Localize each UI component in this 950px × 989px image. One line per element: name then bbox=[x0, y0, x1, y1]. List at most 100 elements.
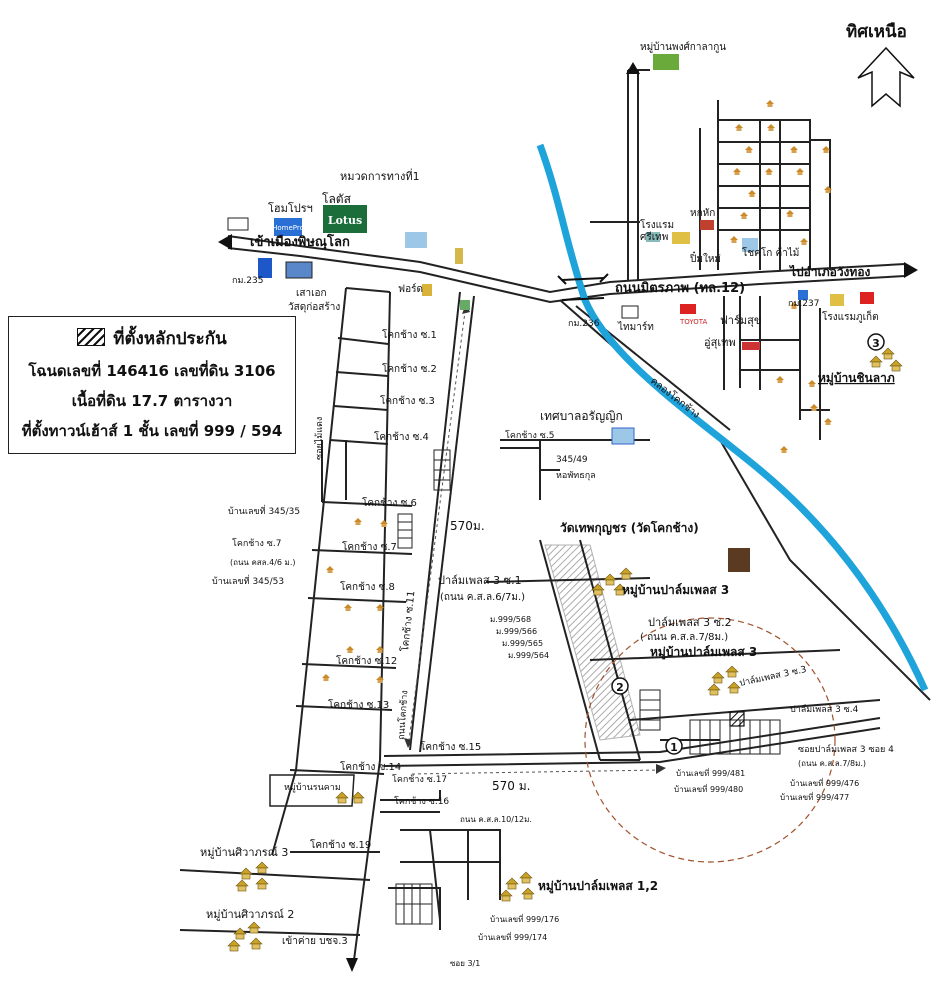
label-soi-6: โคกช้าง ซ.6 bbox=[362, 496, 417, 509]
lotus-logo-icon bbox=[323, 205, 367, 233]
label-h476: บ้านเลขที่ 999/476 bbox=[790, 777, 859, 788]
saeng-ek-icon bbox=[285, 261, 313, 279]
distance-arrows bbox=[407, 303, 661, 775]
label-chinlap: หมู่บ้านชินลาภ bbox=[818, 371, 895, 386]
label-homepro: โฮมโปรฯ bbox=[268, 201, 313, 215]
label-mittraphap: ถนนมิตรภาพ (ทล.12) bbox=[615, 281, 745, 296]
hokhak-icon bbox=[700, 220, 714, 230]
north-arrow-icon bbox=[857, 46, 915, 108]
label-soi-16: โคกช้าง ซ.16 bbox=[394, 796, 449, 807]
label-palm-soi-2: ปาล์มเพลส 3 ซ.2 bbox=[648, 616, 732, 629]
label-pimmai: ปิ๋มใหม่ bbox=[689, 251, 721, 265]
label-h477: บ้านเลขที่ 999/477 bbox=[780, 791, 849, 802]
label-soi-4: โคกช้าง ซ.4 bbox=[374, 430, 429, 443]
thaimart-icon bbox=[621, 305, 639, 319]
label-palm-soi-1-road: (ถนน ค.ส.ล.6/7ม.) bbox=[440, 592, 525, 603]
highway-sign-icon bbox=[455, 248, 463, 264]
label-toyota: TOYOTA bbox=[679, 318, 708, 326]
label-highway-district: หมวดการทางที่1 bbox=[340, 168, 420, 183]
label-soi-7b: โคกช้าง ซ.7 bbox=[342, 540, 397, 553]
label-soi-5: โคกช้าง ซ.5 bbox=[505, 430, 554, 441]
label-lotus-logo: Lotus bbox=[328, 214, 362, 227]
marker-2: 2 bbox=[616, 681, 624, 694]
label-soi-2: โคกช้าง ซ.2 bbox=[382, 362, 437, 375]
label-to-wangthong: ไปอำเภอวังทอง bbox=[788, 264, 871, 279]
label-road-kokchang: ถนนโคกช้าง bbox=[396, 690, 410, 740]
radius-circle bbox=[584, 617, 836, 863]
label-palm-village-3b: หมู่บ้านปาล์มเพลส 3 bbox=[650, 645, 757, 660]
label-soi-11: โคกช้าง ซ.11 bbox=[398, 590, 417, 652]
label-hor-pattanakul: หอพัทธกุล bbox=[556, 471, 596, 481]
hatch-icon bbox=[77, 328, 106, 346]
label-km235: กม.235 bbox=[232, 276, 263, 286]
label-to-phitsanulok: เข้าเมืองพิษณุโลก bbox=[250, 233, 350, 250]
label-hokhak: หกหัก bbox=[690, 208, 715, 219]
label-house-345-35: บ้านเลขที่ 345/35 bbox=[228, 504, 300, 517]
canal-line bbox=[536, 143, 929, 692]
label-kiawkai: เข้าค่าย บชจ.3 bbox=[282, 935, 348, 947]
label-saeng-ek: เสาเอก bbox=[296, 288, 327, 299]
legend-area: เนื้อที่ดิน 17.7 ตารางวา bbox=[71, 392, 233, 410]
label-h480: บ้านเลขที่ 999/480 bbox=[674, 783, 743, 794]
ford-icon bbox=[422, 284, 432, 296]
label-house-176: บ้านเลขที่ 999/176 bbox=[490, 913, 559, 924]
label-palm-soi-4: ปาล์มเพลส 3 ซ.4 bbox=[790, 703, 859, 715]
label-canal: คลองโคกช้าง bbox=[648, 374, 703, 421]
label-soi-12: โคกช้าง ซ.12 bbox=[336, 654, 397, 667]
label-soi-maidaeng: ซอยไม้แดง bbox=[314, 417, 325, 460]
legend-title-row: ที่ตั้งหลักประกัน bbox=[9, 325, 295, 352]
label-kokchang-market: โชคโก ค้าไม้ bbox=[742, 246, 799, 259]
label-dist-vertical: 570ม. bbox=[450, 519, 485, 533]
label-palm-soi-4-road: (ถนน ค.ส.ล.7/8ม.) bbox=[798, 759, 866, 768]
label-soi-7-road: (ถนน คสล.4/6 ม.) bbox=[230, 558, 295, 567]
label-palm-village-12: หมู่บ้านปาล์มเพลส 1,2 bbox=[538, 879, 658, 894]
legend-location: ที่ตั้งทาวน์เฮ้าส์ 1 ชั้น เลขที่ 999 / 5… bbox=[21, 422, 283, 440]
label-soi-17: โคกช้าง ซ.17 bbox=[392, 774, 447, 785]
label-soi-7: โคกช้าง ซ.7 bbox=[232, 538, 281, 549]
legend-title: ที่ตั้งหลักประกัน bbox=[113, 329, 227, 349]
label-h564: ม.999/564 bbox=[508, 651, 549, 660]
label-km236: กม.236 bbox=[568, 319, 600, 329]
label-h568: ม.999/568 bbox=[490, 615, 531, 624]
label-km237: กม.237 bbox=[788, 299, 819, 309]
label-phong-village: หมู่บ้านพงศ์กาลากูน bbox=[640, 41, 726, 53]
label-soi-19: โคกช้าง ซ.19 bbox=[310, 838, 371, 851]
shop-icon-3 bbox=[646, 232, 660, 242]
municipality-icon bbox=[611, 427, 635, 445]
arrow-east-icon bbox=[904, 262, 918, 278]
usuthep-icon bbox=[742, 342, 760, 350]
label-h565: ม.999/565 bbox=[502, 639, 543, 648]
label-soi-14: โคกช้าง ซ.14 bbox=[340, 760, 401, 773]
building-icons bbox=[227, 54, 874, 572]
highway-office-icon bbox=[405, 232, 427, 248]
hotel-phuket-icon bbox=[830, 294, 844, 306]
label-thaimart: ไทมาร์ท bbox=[617, 321, 654, 333]
label-house-345-53: บ้านเลขที่ 345/53 bbox=[212, 574, 284, 587]
gas-icon-2 bbox=[798, 290, 808, 300]
label-saeng-ek-2: วัสดุก่อสร้าง bbox=[288, 301, 340, 313]
label-soi-3-1: ซอย 3/1 bbox=[450, 959, 480, 968]
marker-1: 1 bbox=[670, 741, 678, 754]
label-hotel-phuket: โรงแรมภูเก็ต bbox=[822, 309, 879, 323]
label-palm-soi-4-name: ซอยปาล์มเพลส 3 ซอย 4 bbox=[798, 743, 894, 755]
label-soi-3: โคกช้าง ซ.3 bbox=[380, 394, 435, 407]
label-hotel-top-2: ศรีเทพ bbox=[640, 231, 668, 243]
collateral-location bbox=[729, 711, 745, 727]
shop-icon-2 bbox=[742, 238, 758, 252]
label-palm-soi-1: ปาล์มเพลส 3 ซ.1 bbox=[438, 574, 522, 587]
label-h566: ม.999/566 bbox=[496, 627, 537, 636]
label-road-10-12: ถนน ค.ส.ล.10/12ม. bbox=[460, 815, 532, 824]
north-indicator: ทิศเหนือ bbox=[838, 18, 938, 108]
label-soi-15: โคกช้าง ซ.15 bbox=[420, 740, 481, 753]
label-soi-13: โคกช้าง ซ.13 bbox=[328, 698, 389, 711]
homepro-logo-icon bbox=[274, 218, 302, 236]
label-lotus: โลตัส bbox=[322, 192, 352, 206]
label-soi-1: โคกช้าง ซ.1 bbox=[382, 328, 437, 341]
label-palm-soi-3: ปาล์มเพลส 3 ซ.3 bbox=[738, 663, 807, 689]
mitsubishi-icon bbox=[860, 292, 874, 304]
label-palm-village-3: หมู่บ้านปาล์มเพลส 3 bbox=[622, 583, 729, 598]
wat-icon bbox=[728, 548, 750, 572]
label-usuthep: อู่สุเทพ bbox=[704, 336, 736, 349]
label-house-174: บ้านเลขที่ 999/174 bbox=[478, 931, 547, 942]
